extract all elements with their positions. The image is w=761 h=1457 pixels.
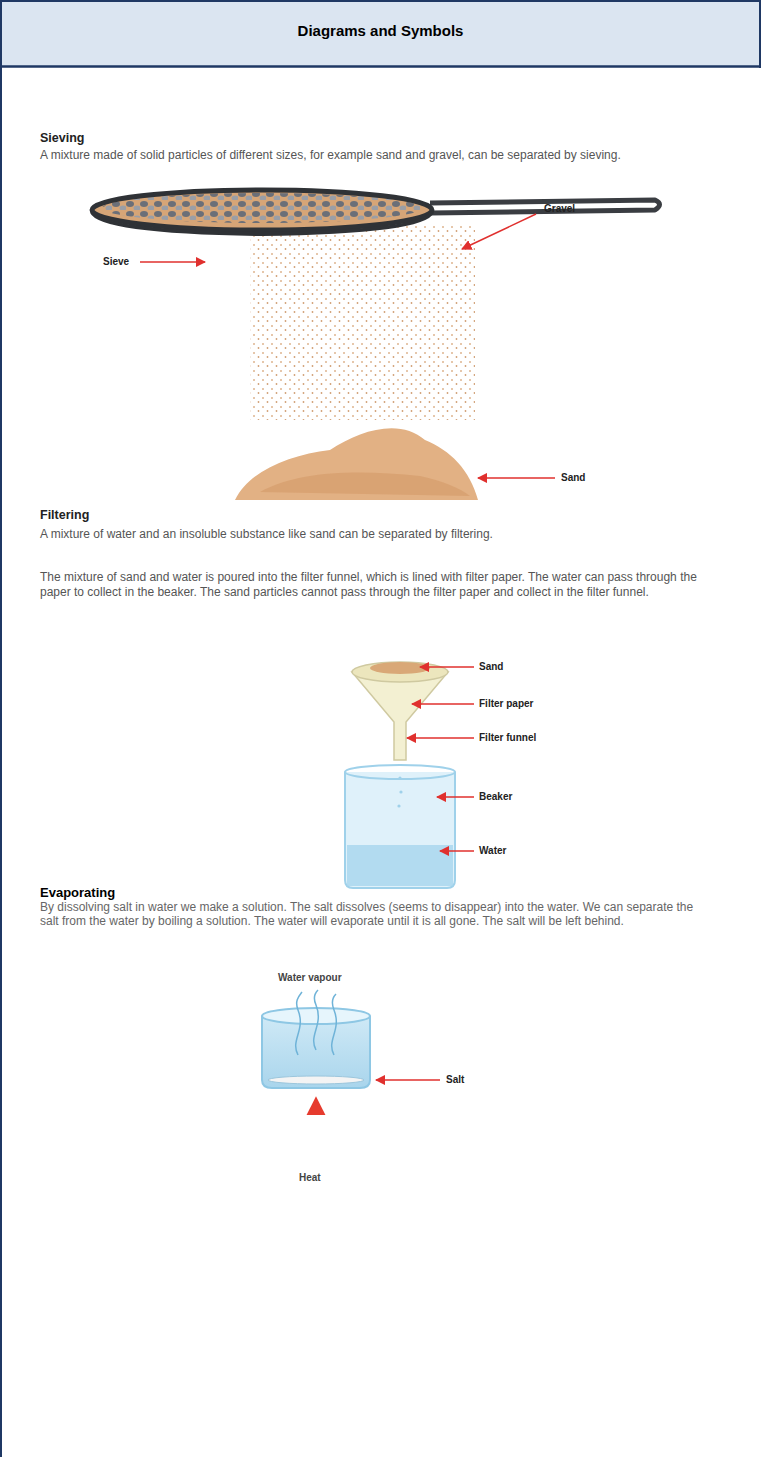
part-label: Heat [299, 1172, 321, 1183]
body-text: By dissolving salt in water we make a so… [40, 901, 705, 928]
part-label: Water vapour [278, 972, 342, 983]
page-title: Diagrams and Symbols [0, 22, 761, 39]
part-label: Sand [561, 472, 585, 483]
body-text: The mixture of sand and water is poured … [40, 570, 730, 599]
part-label: Gravel [544, 203, 575, 214]
section-heading: Sieving [40, 131, 84, 145]
part-label: Filter funnel [479, 732, 536, 743]
part-label: Sand [479, 661, 503, 672]
part-label: Beaker [479, 791, 512, 802]
sieve-illustration [92, 190, 660, 500]
section-heading: Filtering [40, 508, 89, 522]
part-label: Water [479, 845, 506, 856]
header-band [0, 0, 761, 66]
evaporation-illustration [262, 990, 440, 1168]
body-text: A mixture made of solid particles of dif… [40, 148, 730, 163]
part-label: Salt [446, 1074, 464, 1085]
part-label: Filter paper [479, 698, 533, 709]
filter-illustration [345, 662, 474, 888]
part-label: Sieve [103, 256, 129, 267]
section-heading: Evaporating [40, 885, 115, 900]
body-text: A mixture of water and an insoluble subs… [40, 527, 730, 542]
